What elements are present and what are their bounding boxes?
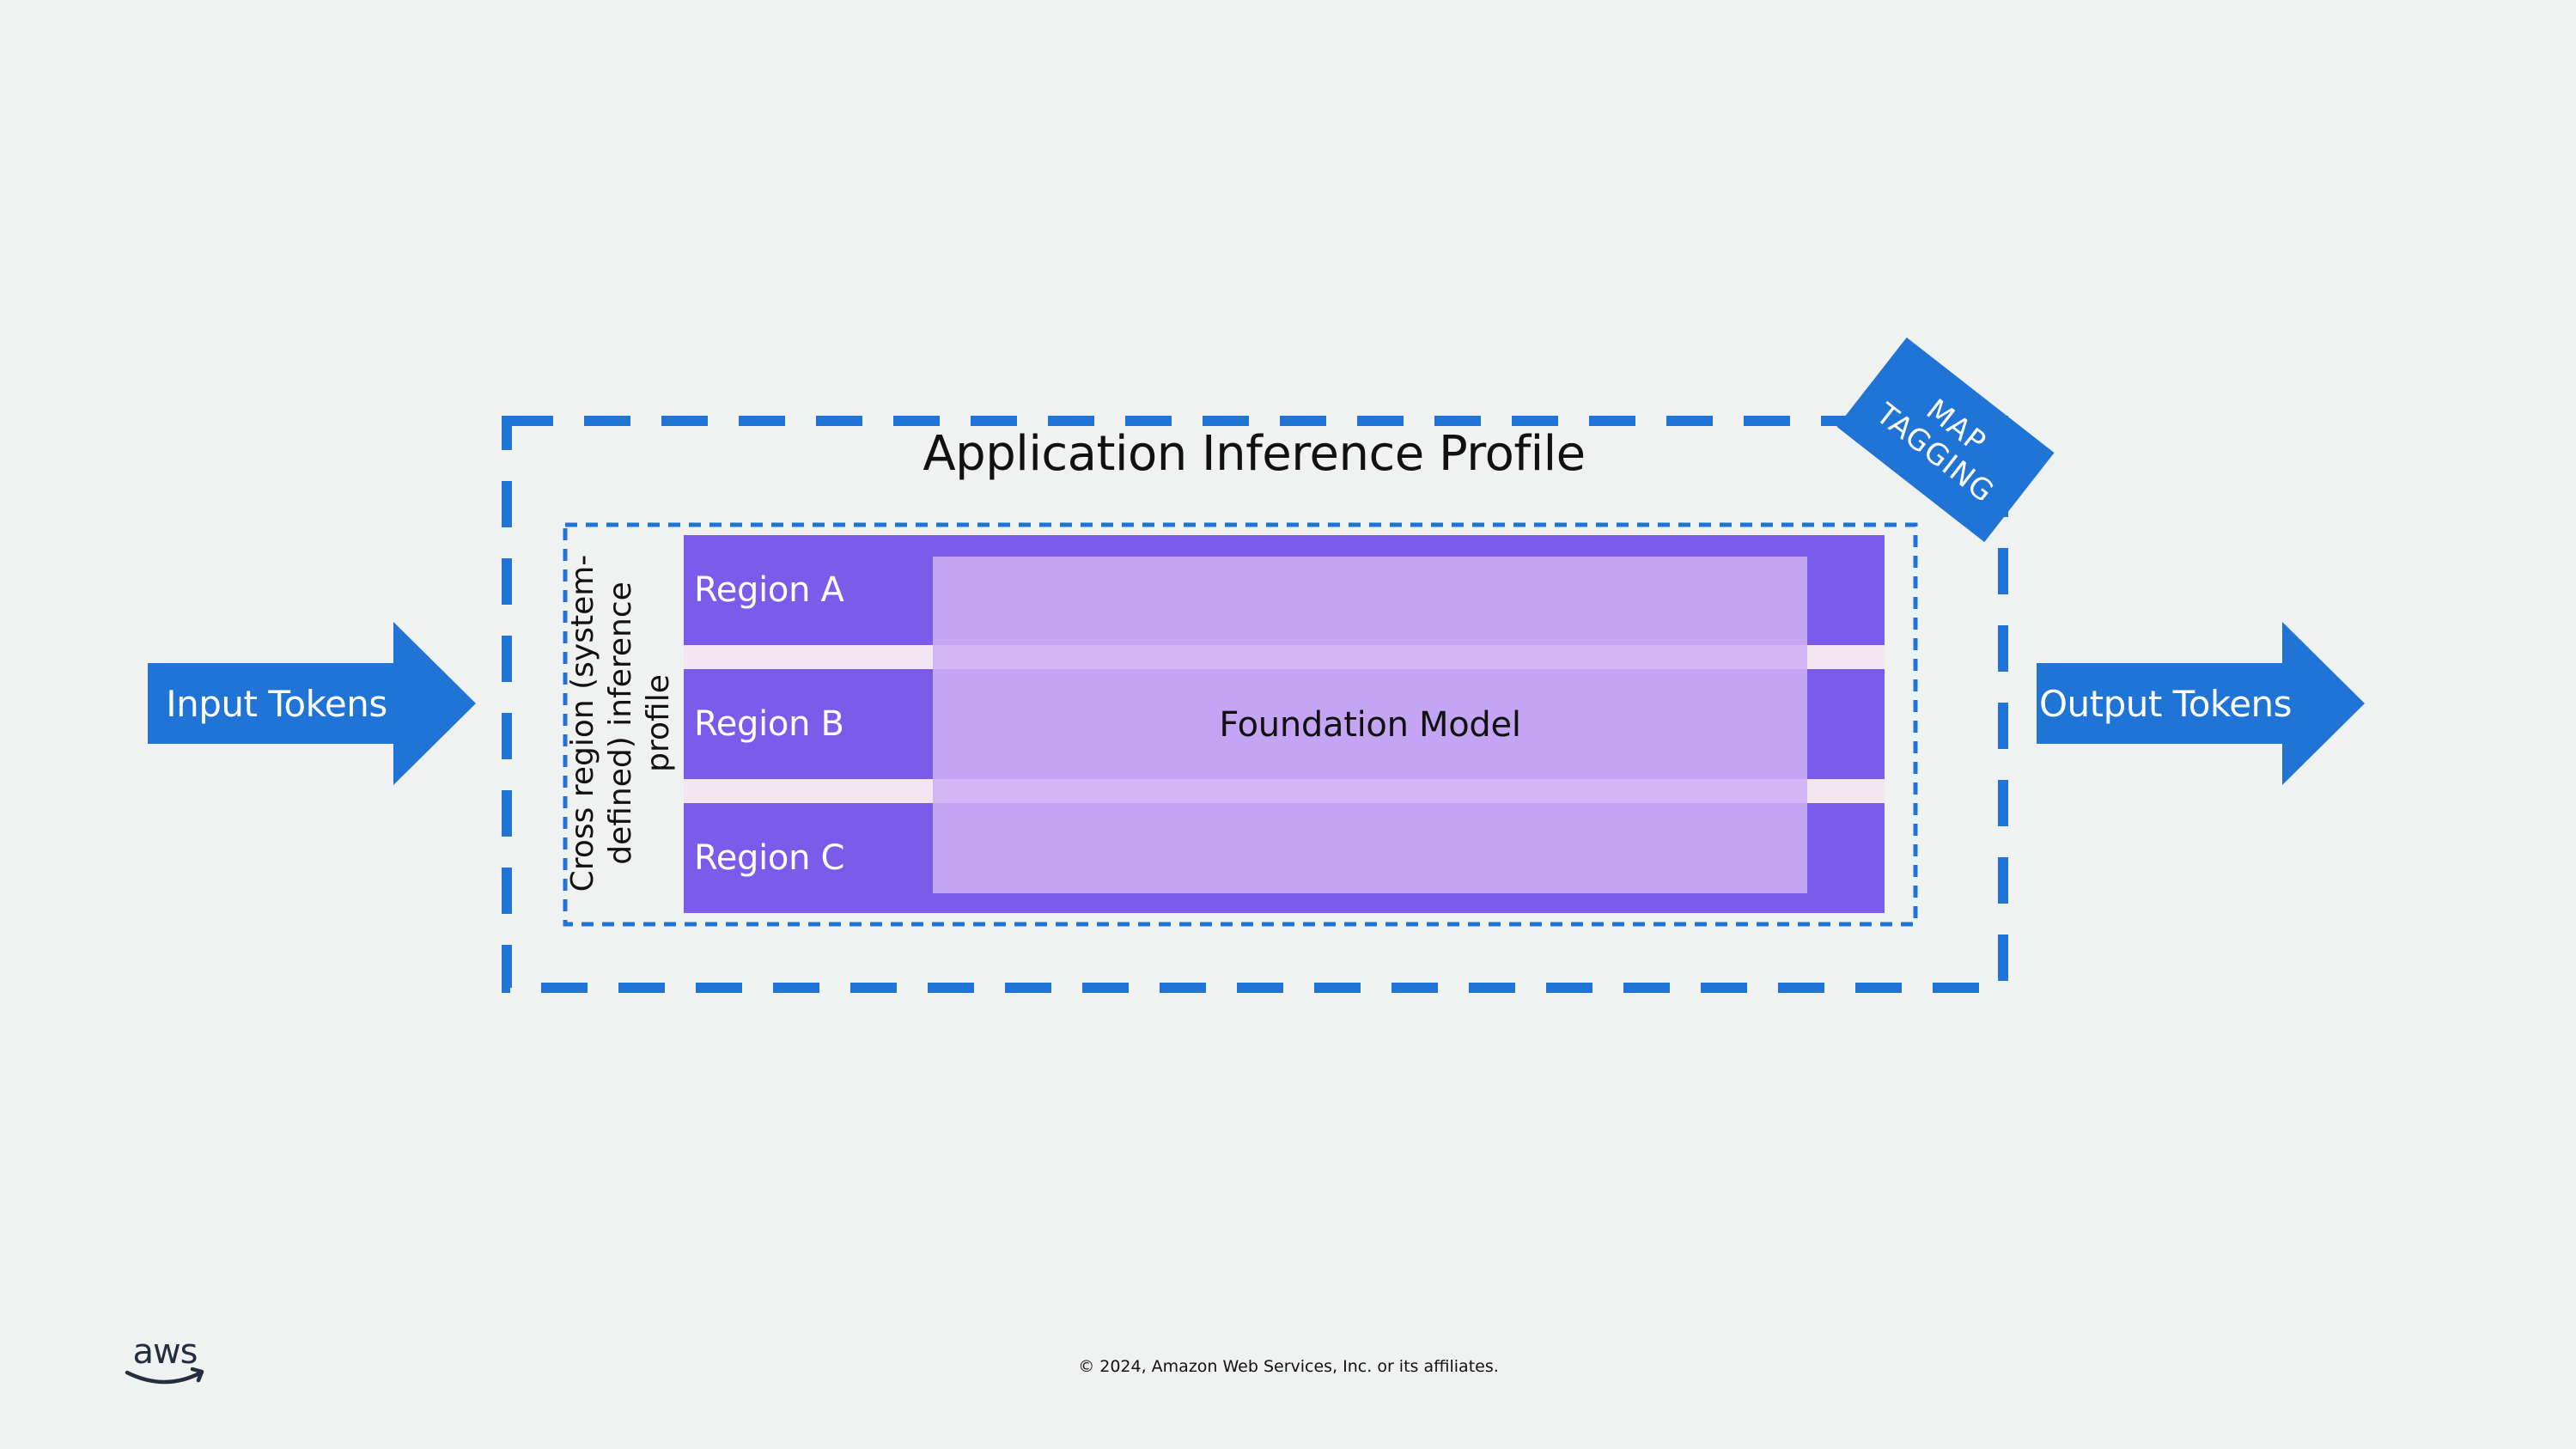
cross-region-label-text: Cross region (system-defined) inference … xyxy=(565,554,676,892)
foundation-model-label: Foundation Model xyxy=(1219,705,1521,745)
output-tokens-label: Output Tokens xyxy=(2038,682,2293,725)
input-tokens-arrow: Input Tokens xyxy=(148,622,476,785)
foundation-model-box: Foundation Model xyxy=(933,557,1807,893)
cross-region-label: Cross region (system-defined) inference … xyxy=(565,539,676,908)
input-tokens-label: Input Tokens xyxy=(166,682,387,725)
aws-smile-icon xyxy=(125,1367,204,1385)
region-b-label: Region B xyxy=(694,704,844,744)
copyright-text: © 2024, Amazon Web Services, Inc. or its… xyxy=(1078,1357,1499,1376)
aws-logo-text: aws xyxy=(132,1332,198,1372)
profile-title: Application Inference Profile xyxy=(923,426,1586,482)
aws-logo: aws xyxy=(124,1333,206,1388)
output-tokens-arrow: Output Tokens xyxy=(2037,622,2365,785)
region-a-label: Region A xyxy=(694,570,844,610)
region-c-label: Region C xyxy=(694,838,845,878)
cross-region-profile-frame xyxy=(563,522,1918,927)
